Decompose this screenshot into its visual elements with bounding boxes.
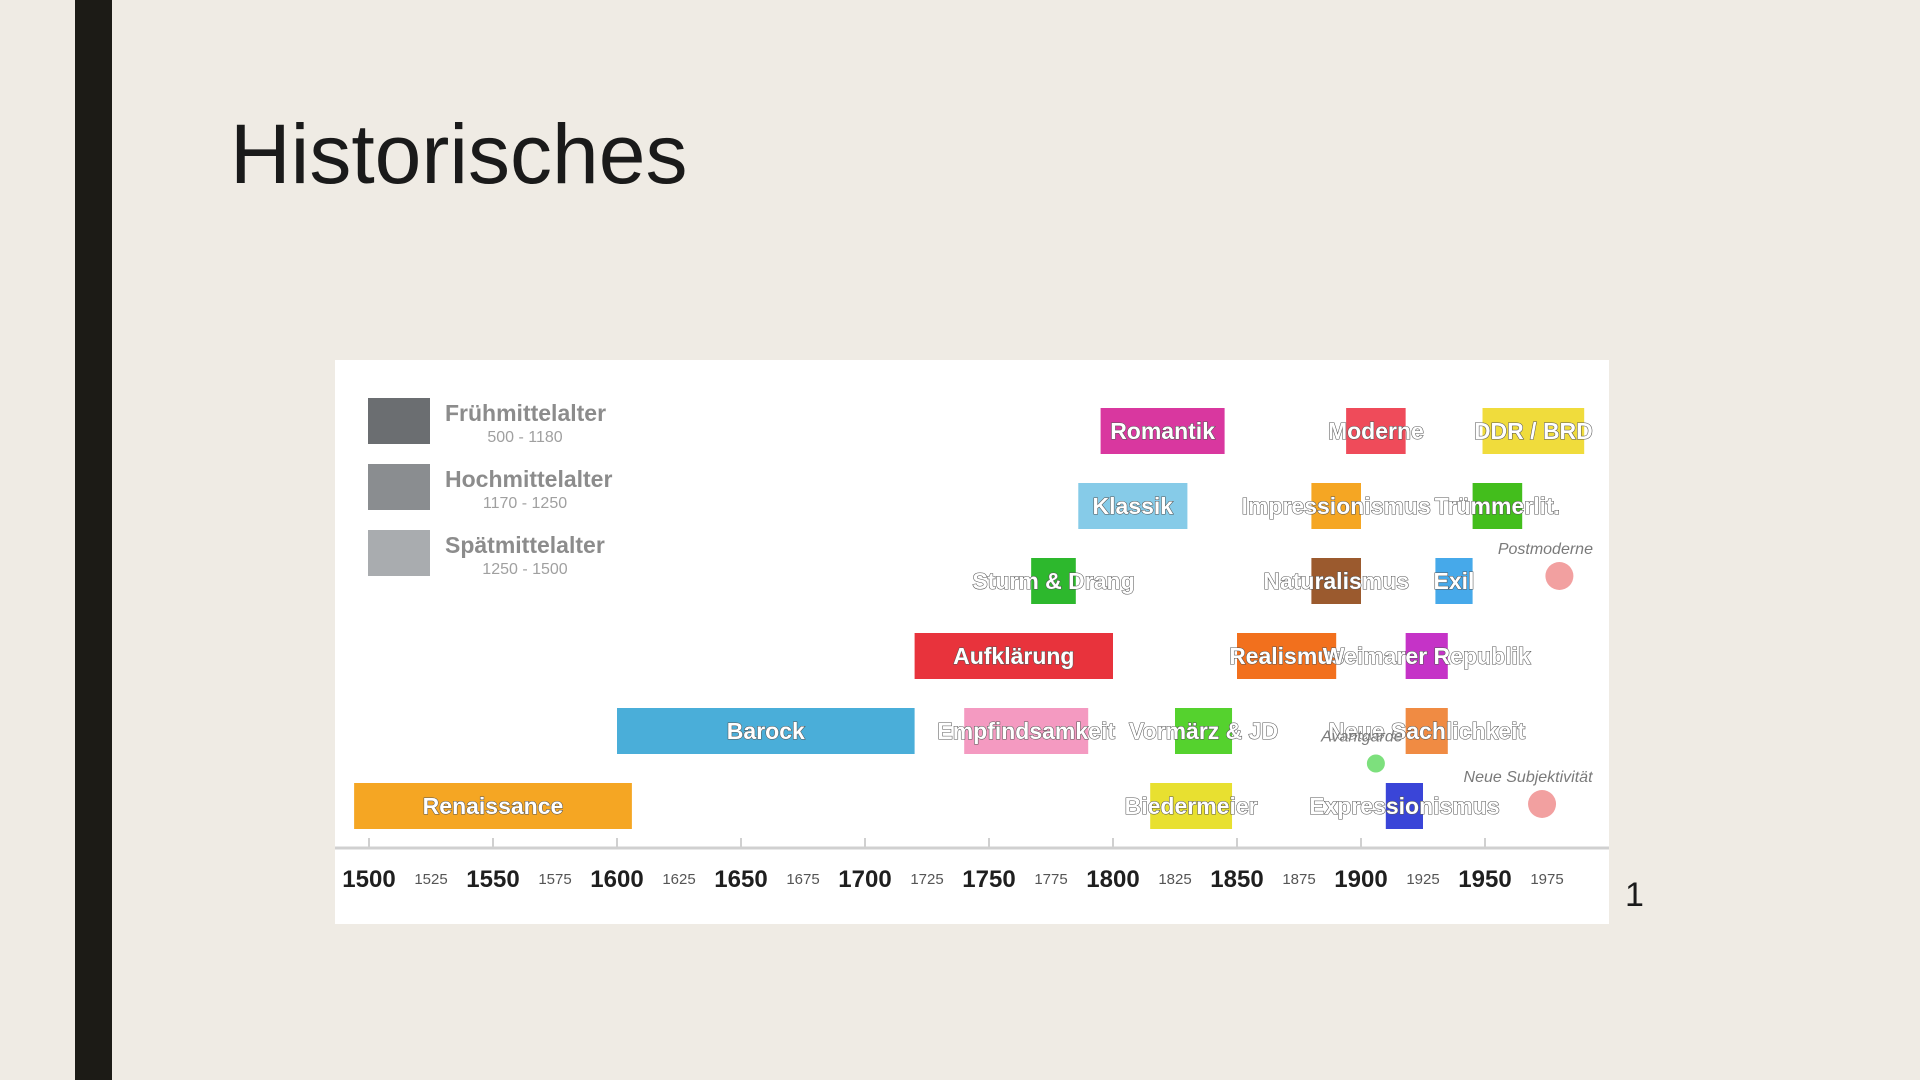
legend-name: Spätmittelalter: [445, 532, 605, 558]
axis-major-label: 1800: [1086, 866, 1139, 893]
slide-title: Historisches: [230, 107, 688, 201]
axis-minor-label: 1525: [414, 871, 447, 888]
legend: Frühmittelalter 500 - 1180Hochmittelalter…: [368, 398, 612, 578]
legend-range: 500 - 1180: [487, 429, 562, 446]
epoch-label: Naturalismus: [1263, 568, 1409, 594]
epoch-marker-label: Avantgarde: [1320, 729, 1403, 746]
epoch-label: Renaissance: [423, 793, 564, 819]
axis-minor-label: 1925: [1406, 871, 1439, 888]
axis-minor-label: 1875: [1282, 871, 1315, 888]
epoch-marker-label: Postmoderne: [1498, 541, 1593, 558]
axis-minor-label: 1675: [786, 871, 819, 888]
legend-swatch: [368, 530, 430, 576]
page-number: 1: [1625, 876, 1644, 914]
epoch-label: Klassik: [1093, 493, 1174, 519]
epoch-label: Exil: [1434, 568, 1475, 594]
epoch-label: Barock: [727, 718, 805, 744]
axis-major-label: 1900: [1334, 866, 1387, 893]
epoch-bar: [1311, 558, 1361, 604]
epoch-bar: [1150, 783, 1233, 829]
epoch-marker-label: Neue Subjektivität: [1464, 769, 1594, 786]
epoch-marker-dot: [1528, 790, 1557, 818]
epoch-label: Neue Sachlichkeit: [1328, 718, 1525, 744]
epoch-marker-dot: [1366, 754, 1385, 773]
slide-accent-bar: [75, 0, 112, 1080]
epoch-bar: [1237, 633, 1337, 679]
epoch-bar: [914, 633, 1113, 679]
epoch-bar: [964, 708, 1089, 754]
legend-range: 1250 - 1500: [482, 561, 568, 578]
legend-name: Hochmittelalter: [445, 466, 612, 492]
epoch-label: Weimarer Republik: [1323, 643, 1531, 669]
time-axis: 1500 1550 1600 1650 1700 1750 1800 1850 1900 1950…: [335, 838, 1609, 893]
epoch-bar: [1472, 483, 1523, 529]
legend-name: Frühmittelalter: [445, 400, 606, 426]
epoch-label: DDR / BRD: [1474, 418, 1593, 444]
epoch-bar: [1031, 558, 1076, 604]
epoch-bar: [1175, 708, 1233, 754]
epoch-label: Expressionismus: [1309, 793, 1499, 819]
epoch-label: Aufklärung: [953, 643, 1074, 669]
axis-major-label: 1650: [714, 866, 767, 893]
epoch-bar: [1346, 408, 1406, 454]
epoch-bar: [1435, 558, 1473, 604]
axis-minor-label: 1625: [662, 871, 695, 888]
epoch-bar: [1482, 408, 1585, 454]
epoch-label: Trümmerlit.: [1435, 493, 1560, 519]
epoch-bar: [354, 783, 632, 829]
epoch-bar: [1100, 408, 1225, 454]
epoch-label: Vormärz & JD: [1129, 718, 1278, 744]
epoch-bar: [1405, 708, 1448, 754]
axis-major-label: 1550: [466, 866, 519, 893]
epoch-bar: [1311, 483, 1361, 529]
epoch-marker-dot: [1545, 562, 1574, 590]
axis-minor-label: 1575: [538, 871, 571, 888]
axis-minor-label: 1825: [1158, 871, 1191, 888]
epoch-label: Sturm & Drang: [972, 568, 1134, 594]
axis-minor-label: 1725: [910, 871, 943, 888]
legend-swatch: [368, 464, 430, 510]
axis-minor-label: 1775: [1034, 871, 1067, 888]
epoch-label: Realismus: [1229, 643, 1344, 669]
epoch-label: Impressionismus: [1242, 493, 1431, 519]
axis-minor-label: 1975: [1530, 871, 1563, 888]
axis-major-label: 1700: [838, 866, 891, 893]
axis-major-label: 1600: [590, 866, 643, 893]
legend-range: 1170 - 1250: [483, 495, 567, 512]
epoch-bar: [1405, 633, 1448, 679]
legend-swatch: [368, 398, 430, 444]
epoch-bar: [617, 708, 915, 754]
epoch-label: Biedermeier: [1125, 793, 1258, 819]
axis-major-label: 1500: [342, 866, 395, 893]
axis-major-label: 1750: [962, 866, 1015, 893]
epoch-label: Empfindsamkeit: [937, 718, 1115, 744]
epoch-bar: [1078, 483, 1188, 529]
epoch-label: Moderne: [1328, 418, 1424, 444]
epoch-bar: [1385, 783, 1423, 829]
axis-major-label: 1950: [1458, 866, 1511, 893]
epoch-bars: Renaissance Barock AufklärungEmpfindsamkei…: [354, 408, 1593, 829]
epoch-label: Romantik: [1110, 418, 1215, 444]
axis-major-label: 1850: [1210, 866, 1263, 893]
